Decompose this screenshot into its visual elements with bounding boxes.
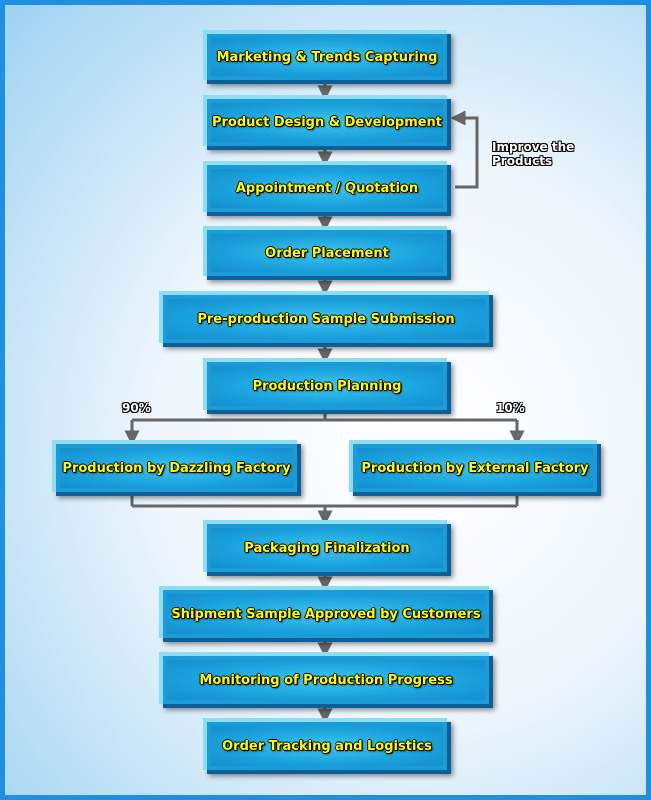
step-pre-production-sample: Pre-production Sample Submission	[159, 291, 489, 343]
step-dazzling-factory: Production by Dazzling Factory	[52, 440, 297, 492]
step-production-planning: Production Planning	[203, 358, 447, 410]
step-external-factory: Production by External Factory	[349, 440, 597, 492]
step-order-placement: Order Placement	[203, 226, 447, 276]
split-left-percent: 90%	[122, 401, 151, 415]
step-label: Monitoring of Production Progress	[199, 672, 453, 688]
step-label: Pre-production Sample Submission	[197, 311, 455, 327]
step-label: Production by Dazzling Factory	[62, 460, 291, 476]
step-label: Production by External Factory	[361, 460, 589, 476]
step-label: Packaging Finalization	[244, 540, 410, 556]
step-label: Product Design & Development	[211, 115, 443, 130]
step-product-design: Product Design & Development	[203, 95, 447, 146]
step-label: Order Placement	[265, 245, 389, 261]
step-monitoring-progress: Monitoring of Production Progress	[159, 652, 489, 704]
step-marketing-trends: Marketing & Trends Capturing	[203, 30, 447, 80]
step-label: Shipment Sample Approved by Customers	[171, 606, 481, 622]
split-right-percent: 10%	[496, 401, 525, 415]
step-appointment-quotation: Appointment / Quotation	[203, 161, 447, 212]
step-packaging-finalization: Packaging Finalization	[203, 520, 447, 572]
feedback-label-line2: Products	[492, 154, 553, 168]
step-order-tracking: Order Tracking and Logistics	[203, 718, 447, 770]
step-label: Marketing & Trends Capturing	[216, 49, 438, 65]
feedback-label: Improve the Products	[492, 140, 574, 168]
step-label: Appointment / Quotation	[235, 181, 419, 196]
step-label: Order Tracking and Logistics	[222, 738, 432, 754]
feedback-label-line1: Improve the	[492, 140, 575, 154]
step-label: Production Planning	[252, 378, 402, 394]
step-shipment-sample: Shipment Sample Approved by Customers	[159, 586, 489, 638]
